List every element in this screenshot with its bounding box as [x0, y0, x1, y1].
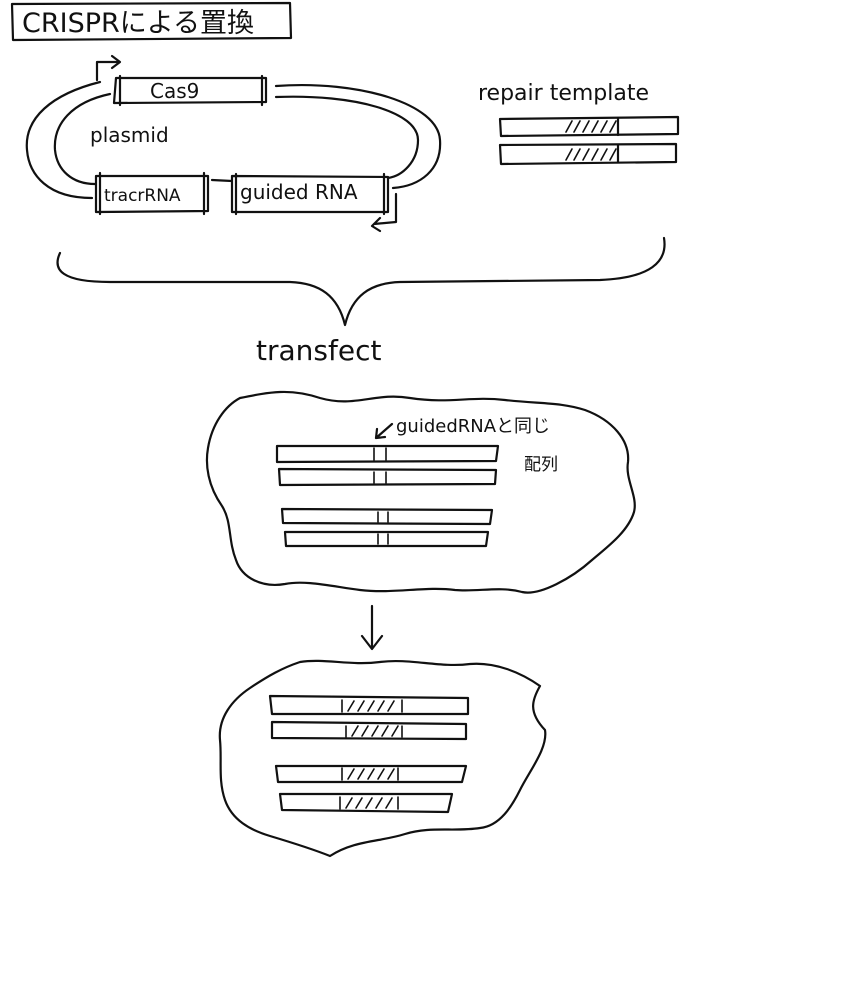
cell-after: [218, 659, 547, 858]
tracrrna-label: tracrRNA: [104, 186, 181, 206]
inserted-sequence-hatch: [339, 699, 403, 810]
chromosome-1-strand-top: [275, 444, 500, 464]
chromosome-2-strand-top: [280, 507, 494, 526]
plasmid-label: plasmid: [90, 123, 169, 147]
page-title: CRISPRによる置換: [22, 8, 254, 39]
edited-strand-2: [270, 720, 468, 741]
repair-template-label: repair template: [478, 81, 649, 106]
edited-strand-1: [268, 694, 470, 716]
cell-before-outline: [205, 390, 636, 594]
plasmid-outer-loop: [25, 80, 102, 200]
plasmid-inner-loop: [53, 92, 112, 186]
title-box: CRISPRによる置換: [10, 1, 293, 42]
annotation-arrow: [374, 422, 394, 440]
edited-strand-3: [274, 764, 468, 784]
terminator-arrow: [370, 192, 398, 233]
chromosome-2-strand-bottom: [283, 530, 490, 548]
cell-before: guidedRNAと同じ 配列: [205, 390, 636, 594]
target-site-marks: [373, 447, 389, 545]
promoter-arrow: [95, 54, 122, 82]
plasmid-diagram: Cas9 plasmid tracrRNA guided RNA: [25, 54, 442, 233]
transfect-label: transfect: [256, 334, 381, 367]
cas9-gene-box: [112, 76, 268, 105]
repair-template: repair template: [478, 81, 680, 166]
edited-strand-4: [278, 792, 454, 814]
cell-after-outline: [218, 659, 547, 858]
annotation-line1: guidedRNAと同じ: [396, 416, 550, 437]
combine-brace: [56, 236, 666, 327]
down-arrow: [360, 604, 384, 651]
cas9-label: Cas9: [150, 79, 199, 103]
annotation-line2: 配列: [524, 455, 558, 475]
tracrrna-box: [94, 174, 210, 214]
template-strand-bottom: [498, 142, 678, 166]
guided-rna-label: guided RNA: [240, 180, 358, 204]
chromosome-1-strand-bottom: [277, 467, 498, 487]
template-strand-top: [498, 115, 680, 138]
template-insert-hatch: [565, 116, 620, 164]
guided-rna-box: [210, 174, 390, 214]
